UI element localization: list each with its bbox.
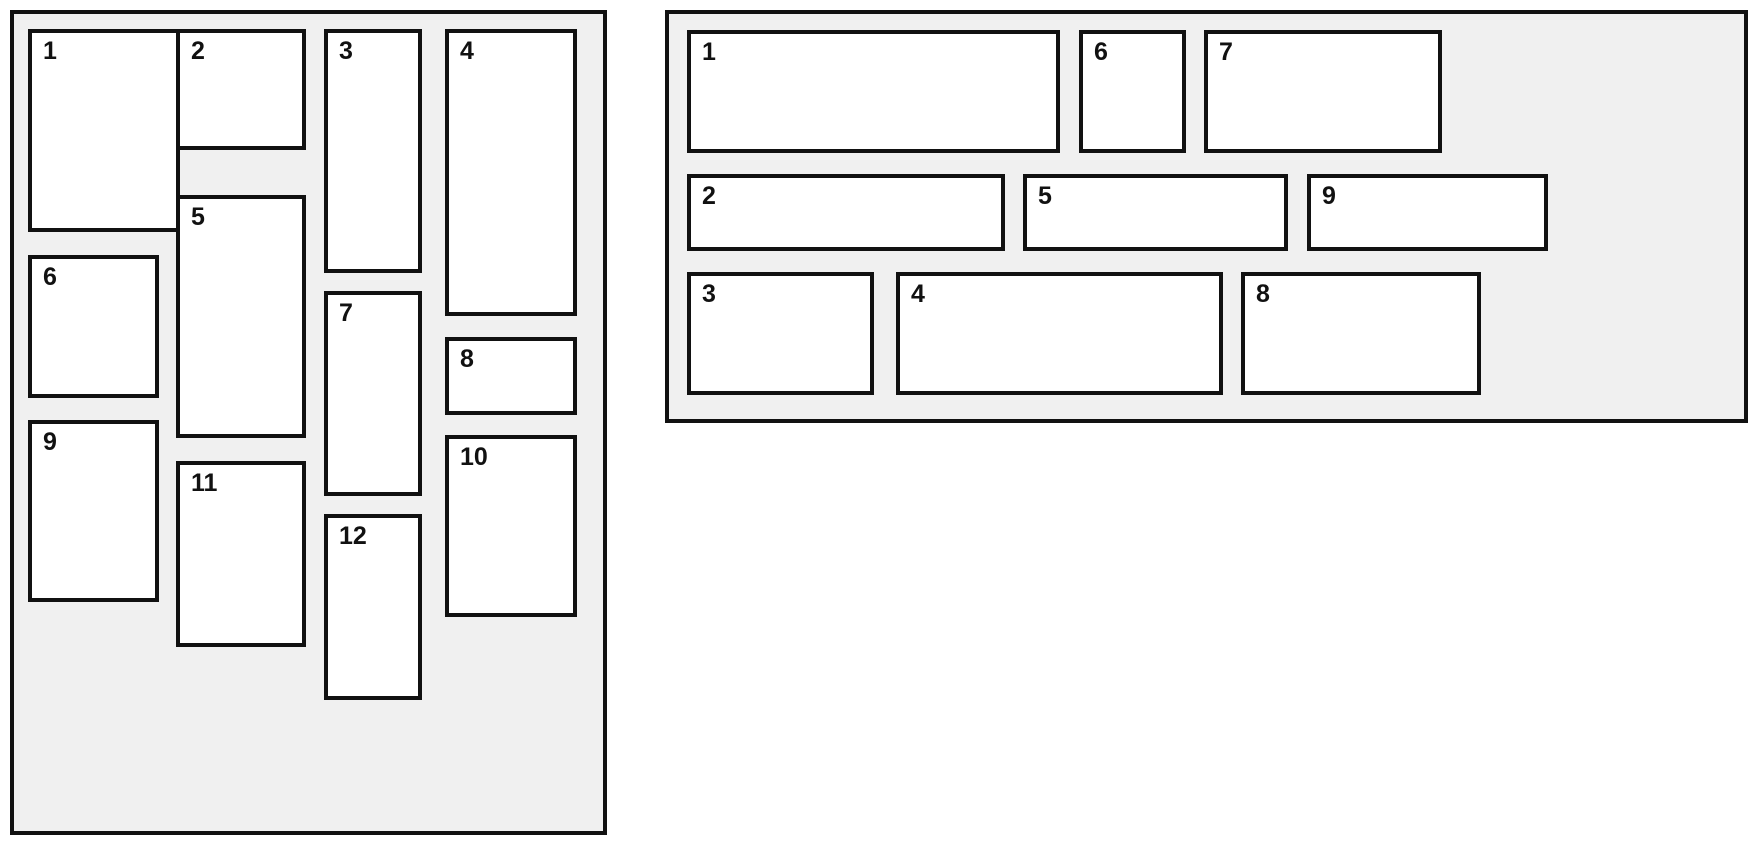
layout-box-left-panel-6[interactable]: 6 [28,255,159,398]
layout-box-left-panel-4[interactable]: 4 [445,29,577,316]
layout-box-left-panel-3[interactable]: 3 [324,29,422,273]
box-number-label: 9 [43,428,57,456]
box-number-label: 11 [191,469,218,497]
box-number-label: 3 [339,37,353,65]
layout-box-left-panel-11[interactable]: 11 [176,461,306,647]
right-panel: 1 6 7 2 5 9 3 4 8 [665,10,1748,423]
layout-box-left-panel-12[interactable]: 12 [324,514,422,700]
layout-box-left-panel-8[interactable]: 8 [445,337,577,415]
box-number-label: 3 [702,280,716,308]
box-number-label: 8 [1256,280,1270,308]
box-number-label: 5 [191,203,205,231]
layout-box-left-panel-10[interactable]: 10 [445,435,577,617]
layout-box-right-panel-2[interactable]: 2 [687,174,1005,251]
layout-box-right-panel-5[interactable]: 5 [1023,174,1288,251]
box-number-label: 1 [43,37,57,65]
box-number-label: 1 [702,38,716,66]
box-number-label: 5 [1038,182,1052,210]
layout-box-right-panel-9[interactable]: 9 [1307,174,1548,251]
box-number-label: 10 [460,443,488,471]
layout-box-left-panel-1[interactable]: 1 [28,29,180,232]
layout-box-right-panel-4[interactable]: 4 [896,272,1223,395]
box-number-label: 6 [43,263,57,291]
box-number-label: 7 [339,299,353,327]
layout-box-left-panel-9[interactable]: 9 [28,420,159,602]
box-number-label: 2 [191,37,205,65]
layout-box-right-panel-3[interactable]: 3 [687,272,874,395]
layout-box-left-panel-2[interactable]: 2 [176,29,306,150]
box-number-label: 4 [460,37,474,65]
box-number-label: 8 [460,345,474,373]
layout-box-left-panel-7[interactable]: 7 [324,291,422,496]
box-number-label: 12 [339,522,367,550]
box-number-label: 4 [911,280,925,308]
layout-box-left-panel-5[interactable]: 5 [176,195,306,438]
box-number-label: 9 [1322,182,1336,210]
layout-box-right-panel-8[interactable]: 8 [1241,272,1481,395]
box-number-label: 7 [1219,38,1233,66]
layout-box-right-panel-6[interactable]: 6 [1079,30,1186,153]
layout-box-right-panel-1[interactable]: 1 [687,30,1060,153]
box-number-label: 2 [702,182,716,210]
box-number-label: 6 [1094,38,1108,66]
layout-box-right-panel-7[interactable]: 7 [1204,30,1442,153]
